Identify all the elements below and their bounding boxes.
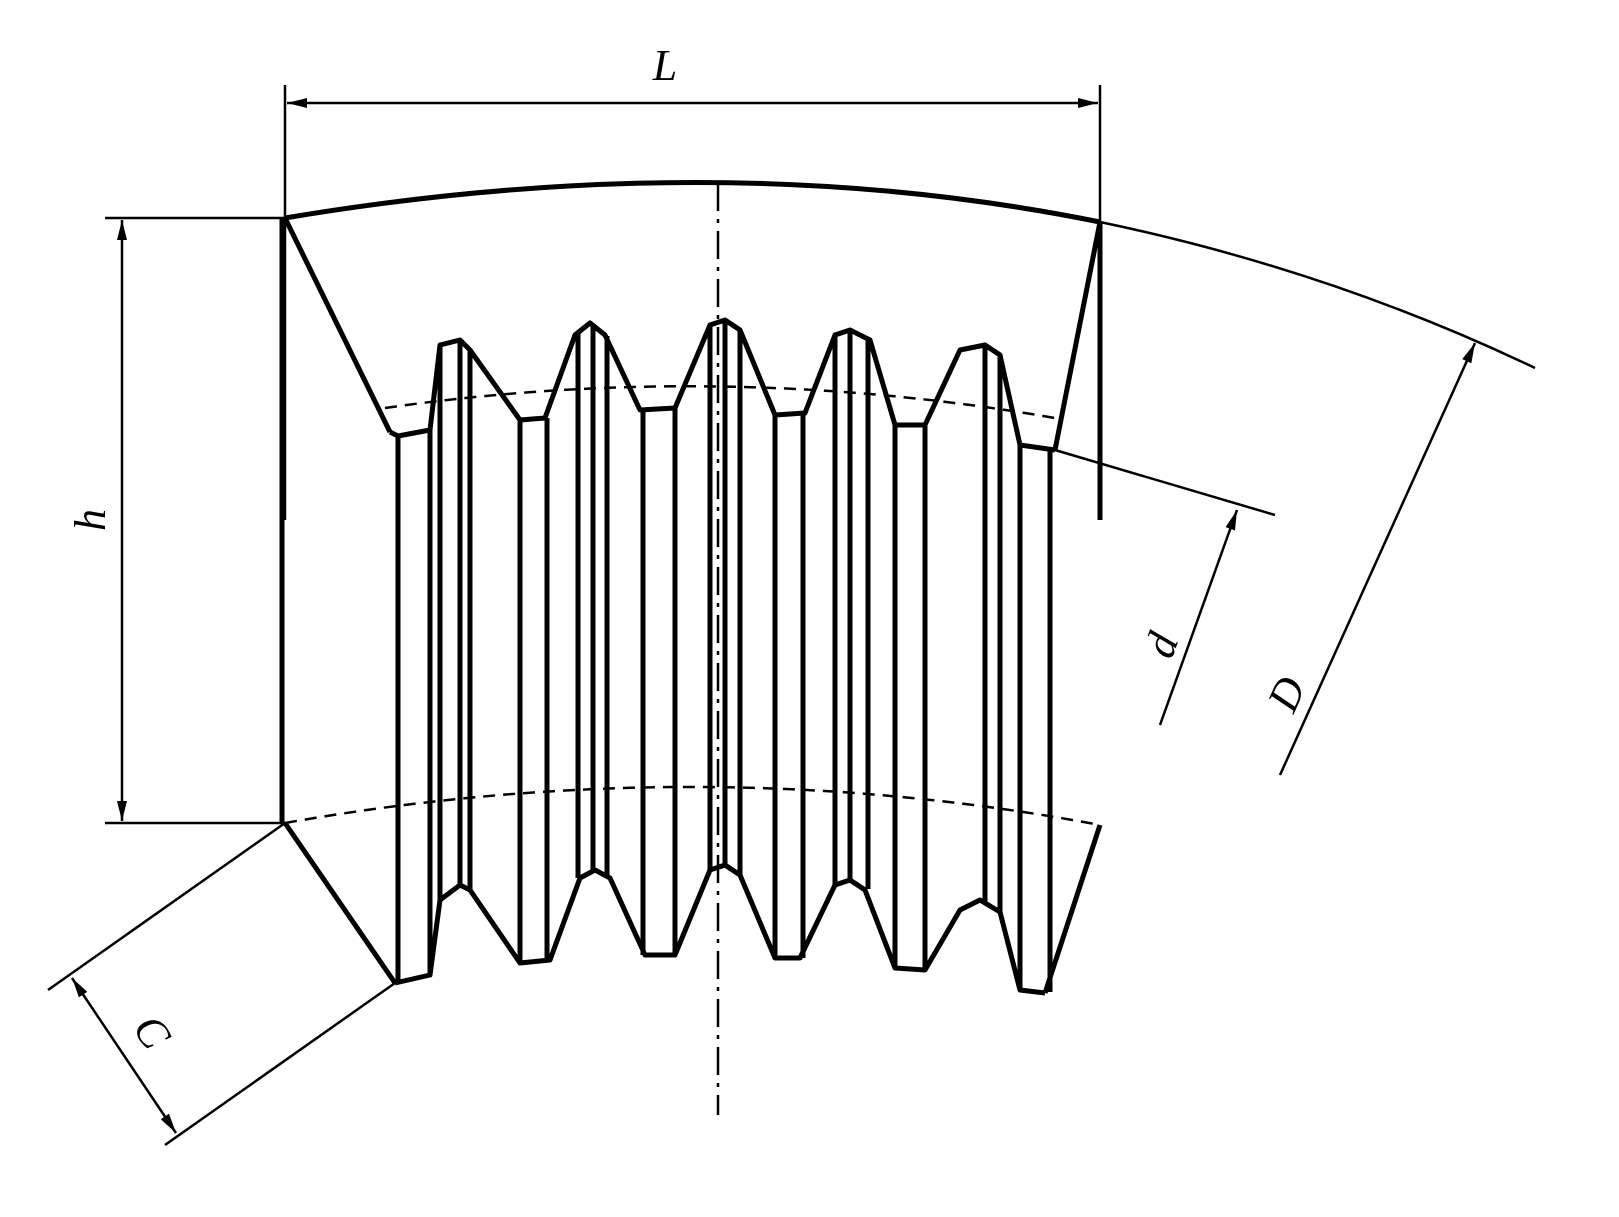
dimension-D: D	[1258, 342, 1477, 776]
label-L: L	[652, 41, 677, 90]
label-D: D	[1258, 669, 1316, 719]
top-arc	[284, 179, 1101, 225]
dimension-L: L	[283, 41, 1102, 520]
dimension-d: d	[1054, 448, 1276, 726]
dimension-h: h	[66, 216, 285, 825]
bellows-outline	[279, 216, 1103, 994]
bellows-convolutions	[388, 317, 1056, 996]
dimension-C: C	[47, 821, 396, 1147]
label-d: d	[1135, 625, 1189, 663]
outer-arc	[1099, 220, 1536, 370]
hidden-top-curve	[384, 385, 1056, 420]
hidden-bottom-curve	[284, 785, 1101, 827]
label-C: C	[124, 1006, 181, 1058]
label-h: h	[66, 509, 115, 531]
